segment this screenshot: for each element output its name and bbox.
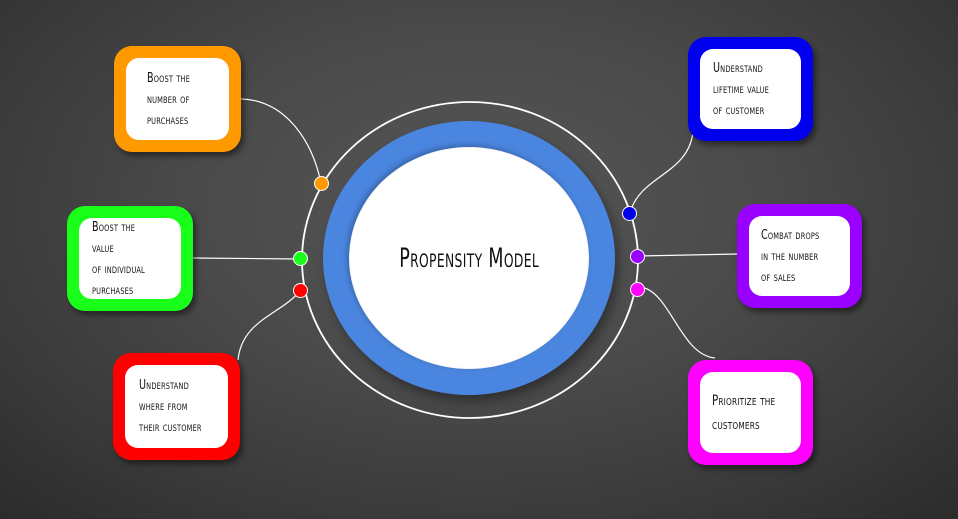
dot-boost-value (293, 251, 308, 266)
node-label: Boost the value of individual purchases (92, 219, 145, 298)
connector-understand-where (237, 290, 301, 361)
dot-understand-where (293, 283, 308, 298)
connector-boost-purchases (240, 98, 322, 184)
center-circle: Propensity Model (349, 147, 589, 369)
connector-combat-drops (637, 253, 739, 257)
center-title: Propensity Model (399, 242, 539, 274)
dot-prioritize (630, 282, 645, 297)
node-combat-drops[interactable]: Combat drops in the number of sales (737, 204, 862, 308)
node-boost-purchases-card: Boost the number of purchases (126, 58, 229, 140)
node-understand-where[interactable]: Understand where from their customer (113, 353, 240, 460)
node-label: Understand where from their customer (139, 378, 202, 435)
node-prioritize[interactable]: Prioritize the customers (688, 360, 813, 465)
node-understand-lifetime-card: Understand lifetime value of customer (700, 49, 801, 129)
node-label: Prioritize the customers (712, 392, 776, 433)
node-boost-value[interactable]: Boost the value of individual purchases (67, 206, 193, 311)
connector-boost-value (192, 257, 301, 260)
dot-combat-drops (630, 249, 645, 264)
node-label: Combat drops in the number of sales (761, 227, 820, 285)
node-understand-lifetime[interactable]: Understand lifetime value of customer (688, 37, 813, 141)
dot-boost-purchases (314, 176, 329, 191)
node-label: Boost the number of purchases (147, 70, 191, 128)
node-boost-purchases[interactable]: Boost the number of purchases (114, 46, 241, 152)
connector-prioritize (639, 286, 716, 359)
dot-understand-lifetime (622, 206, 637, 221)
node-boost-value-card: Boost the value of individual purchases (79, 218, 181, 299)
connector-understand-lifetime (629, 131, 694, 214)
node-understand-where-card: Understand where from their customer (125, 365, 228, 448)
node-prioritize-card: Prioritize the customers (700, 372, 801, 453)
node-combat-drops-card: Combat drops in the number of sales (749, 216, 850, 296)
node-label: Understand lifetime value of customer (713, 60, 769, 118)
